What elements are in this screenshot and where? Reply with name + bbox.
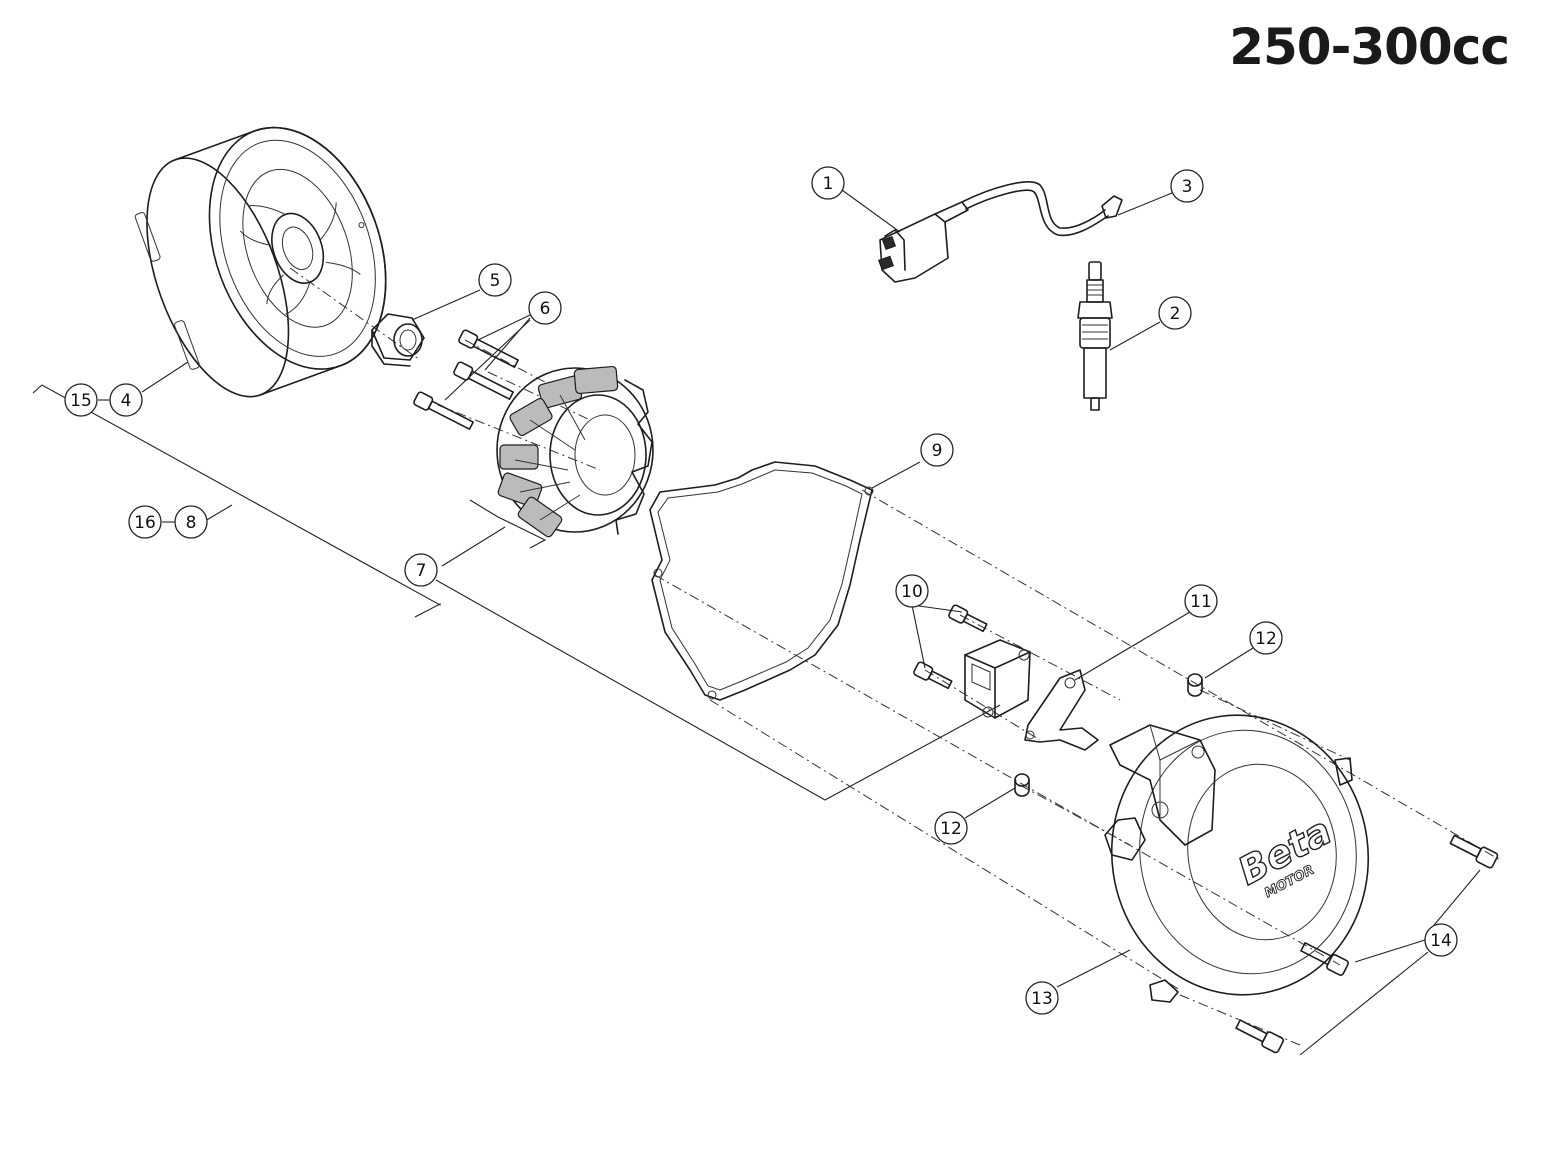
svg-text:4: 4: [121, 391, 132, 411]
callout-9: 9: [920, 433, 954, 467]
assembly-axis-lines: [289, 267, 1501, 1046]
svg-text:12: 12: [940, 819, 962, 839]
cover-screws: [1235, 834, 1499, 1054]
svg-text:11: 11: [1190, 592, 1212, 612]
stator: [496, 365, 654, 538]
callout-1: 1: [811, 166, 845, 200]
flywheel-nut: [371, 313, 425, 367]
svg-text:2: 2: [1170, 304, 1181, 324]
callout-4: 4: [109, 383, 143, 417]
callout-14: 14: [1424, 923, 1458, 957]
ht-lead-and-plug-cap: [961, 181, 1123, 237]
spark-plug: [1077, 261, 1113, 411]
callout-3: 3: [1170, 169, 1204, 203]
sensor-bracket: [1024, 669, 1099, 751]
flywheel-rotor: [134, 126, 387, 398]
callout-16: 16: [128, 505, 162, 539]
stator-bolts: [413, 329, 519, 430]
callout-2: 2: [1158, 296, 1192, 330]
page-title: 250-300cc: [1229, 18, 1510, 76]
pickup-screws: [913, 604, 988, 690]
callout-12-upper: 12: [1249, 621, 1283, 655]
svg-text:5: 5: [490, 271, 501, 291]
kit-bracket-lines: [32, 384, 1001, 801]
callout-8: 8: [174, 505, 208, 539]
svg-text:7: 7: [416, 561, 427, 581]
svg-text:1: 1: [823, 174, 834, 194]
svg-text:15: 15: [70, 391, 92, 411]
svg-text:16: 16: [134, 513, 156, 533]
callout-13: 13: [1025, 981, 1059, 1015]
dowel-pin-lower: [1014, 773, 1030, 797]
svg-text:9: 9: [932, 441, 943, 461]
callout-5: 5: [478, 263, 512, 297]
callout-7: 7: [404, 553, 438, 587]
svg-text:10: 10: [901, 582, 923, 602]
ignition-cover: Beta MOTOR: [1104, 714, 1370, 1003]
svg-text:13: 13: [1031, 989, 1053, 1009]
svg-text:3: 3: [1182, 177, 1193, 197]
cover-gasket: [649, 461, 874, 701]
callout-10: 10: [895, 574, 929, 608]
pickup-sensor: [964, 639, 1031, 719]
callout-leaders: [98, 189, 1481, 1056]
ignition-coil: [878, 201, 969, 283]
callout-15: 15: [64, 383, 98, 417]
dowel-pin-upper: [1187, 673, 1203, 697]
callout-6: 6: [528, 291, 562, 325]
callout-12-lower: 12: [934, 811, 968, 845]
svg-text:8: 8: [186, 513, 197, 533]
callout-11: 11: [1184, 584, 1218, 618]
svg-text:14: 14: [1430, 931, 1452, 951]
svg-text:12: 12: [1255, 629, 1277, 649]
svg-text:6: 6: [540, 299, 551, 319]
